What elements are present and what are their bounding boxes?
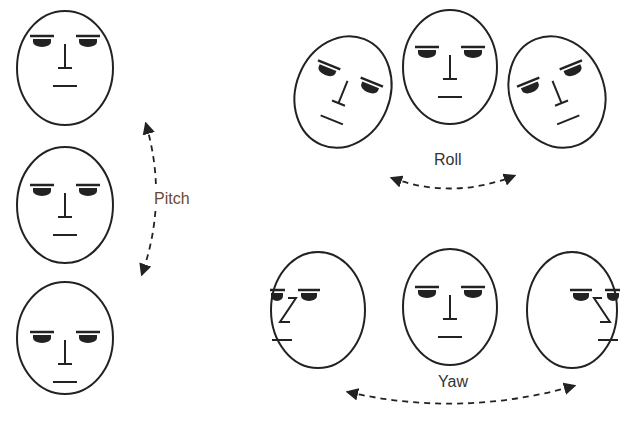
yaw-label: Yaw xyxy=(436,372,470,392)
pitch-label: Pitch xyxy=(152,189,192,209)
roll-label: Roll xyxy=(432,150,464,170)
